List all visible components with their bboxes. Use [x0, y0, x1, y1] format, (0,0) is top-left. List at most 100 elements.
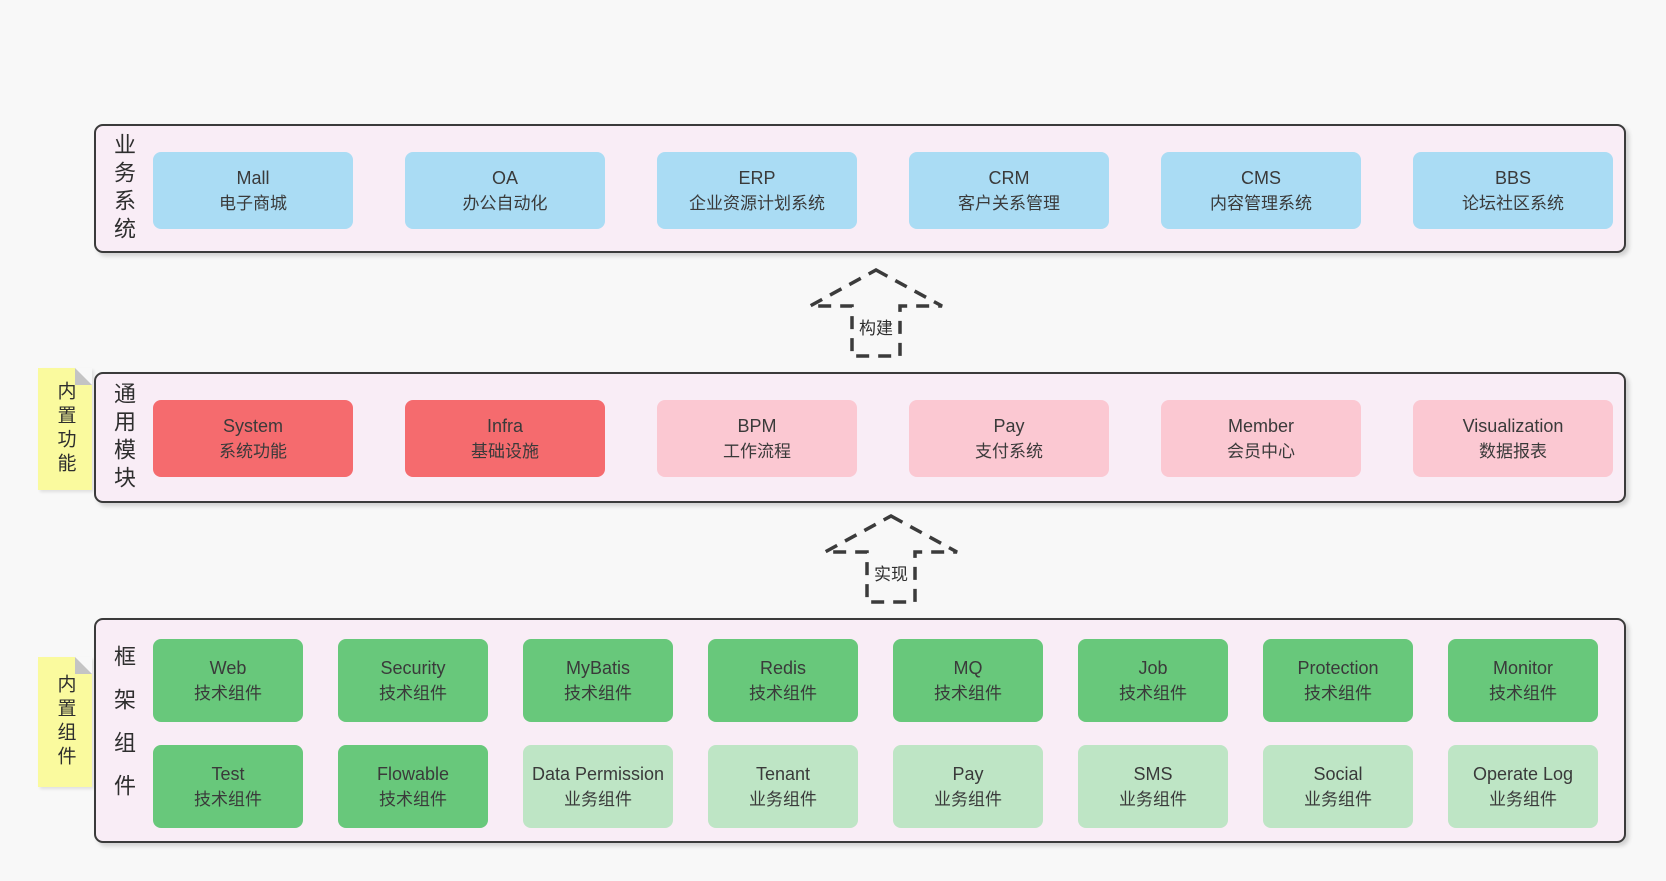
box-title: Mall: [236, 167, 270, 188]
box-oa: OA 办公自动化: [405, 152, 605, 229]
box-subtitle: 基础设施: [471, 441, 539, 461]
box-subtitle: 业务组件: [934, 789, 1002, 809]
box-mq: MQ 技术组件: [893, 639, 1043, 722]
box-redis: Redis 技术组件: [708, 639, 858, 722]
box-title: Job: [1138, 657, 1168, 678]
box-subtitle: 系统功能: [219, 441, 287, 461]
sticky-note-text: 内置功能: [54, 381, 76, 477]
box-subtitle: 工作流程: [723, 441, 791, 461]
box-subtitle: 业务组件: [1119, 789, 1187, 809]
box-subtitle: 技术组件: [749, 683, 817, 703]
box-protection: Protection 技术组件: [1263, 639, 1413, 722]
box-title: Web: [209, 657, 247, 678]
box-subtitle: 论坛社区系统: [1462, 193, 1564, 213]
box-title: Flowable: [376, 763, 450, 784]
box-subtitle: 技术组件: [379, 789, 447, 809]
box-title: Data Permission: [531, 763, 665, 784]
panel-side-label: 通用模块: [111, 381, 136, 494]
box-subtitle: 客户关系管理: [958, 193, 1060, 213]
box-bpm: BPM 工作流程: [657, 400, 857, 477]
box-crm: CRM 客户关系管理: [909, 152, 1109, 229]
box-subtitle: 业务组件: [749, 789, 817, 809]
box-flowable: Flowable 技术组件: [338, 745, 488, 828]
box-subtitle: 技术组件: [379, 683, 447, 703]
box-erp: ERP 企业资源计划系统: [657, 152, 857, 229]
box-operate-log: Operate Log 业务组件: [1448, 745, 1598, 828]
box-subtitle: 技术组件: [1304, 683, 1372, 703]
arrow-label: 构建: [856, 313, 896, 339]
box-title: BPM: [737, 415, 777, 436]
box-title: OA: [491, 167, 518, 188]
box-title: MQ: [953, 657, 983, 678]
sticky-note-text: 内置组件: [54, 674, 76, 770]
box-subtitle: 会员中心: [1227, 441, 1295, 461]
sticky-note-builtin-components: 内置组件: [38, 657, 92, 787]
box-title: Pay: [993, 415, 1025, 436]
panel-framework-components: 框架组件 Web 技术组件 Security 技术组件 MyBatis 技术组件…: [94, 618, 1626, 843]
box-title: Protection: [1297, 657, 1379, 678]
box-web: Web 技术组件: [153, 639, 303, 722]
box-title: Test: [211, 763, 245, 784]
box-title: Member: [1227, 415, 1294, 436]
box-bbs: BBS 论坛社区系统: [1413, 152, 1613, 229]
box-subtitle: 企业资源计划系统: [689, 193, 825, 213]
framework-box-row-1: Web 技术组件 Security 技术组件 MyBatis 技术组件 Redi…: [153, 639, 1598, 722]
box-title: Pay: [952, 763, 984, 784]
box-title: MyBatis: [565, 657, 630, 678]
box-infra: Infra 基础设施: [405, 400, 605, 477]
box-test: Test 技术组件: [153, 745, 303, 828]
box-member: Member 会员中心: [1161, 400, 1361, 477]
box-tenant: Tenant 业务组件: [708, 745, 858, 828]
box-title: ERP: [738, 167, 776, 188]
panel-common-modules: 通用模块 System 系统功能 Infra 基础设施 BPM 工作流程 Pay…: [94, 372, 1626, 503]
box-subtitle: 技术组件: [934, 683, 1002, 703]
box-subtitle: 内容管理系统: [1210, 193, 1312, 213]
box-subtitle: 技术组件: [194, 683, 262, 703]
box-pay-component: Pay 业务组件: [893, 745, 1043, 828]
box-sms: SMS 业务组件: [1078, 745, 1228, 828]
box-title: CRM: [988, 167, 1030, 188]
box-monitor: Monitor 技术组件: [1448, 639, 1598, 722]
box-title: Infra: [486, 415, 524, 436]
box-cms: CMS 内容管理系统: [1161, 152, 1361, 229]
box-visualization: Visualization 数据报表: [1413, 400, 1613, 477]
box-subtitle: 支付系统: [975, 441, 1043, 461]
sticky-note-builtin-features: 内置功能: [38, 368, 92, 490]
box-subtitle: 业务组件: [564, 789, 632, 809]
box-security: Security 技术组件: [338, 639, 488, 722]
box-title: Operate Log: [1472, 763, 1574, 784]
modules-box-row: System 系统功能 Infra 基础设施 BPM 工作流程 Pay 支付系统…: [153, 400, 1613, 477]
box-subtitle: 技术组件: [194, 789, 262, 809]
dashed-up-arrow-icon: [809, 268, 943, 358]
box-subtitle: 数据报表: [1479, 441, 1547, 461]
box-data-permission: Data Permission 业务组件: [523, 745, 673, 828]
box-job: Job 技术组件: [1078, 639, 1228, 722]
box-pay-system: Pay 支付系统: [909, 400, 1109, 477]
box-title: SMS: [1133, 763, 1173, 784]
box-title: Visualization: [1462, 415, 1564, 436]
box-subtitle: 电子商城: [219, 193, 287, 213]
box-subtitle: 业务组件: [1489, 789, 1557, 809]
box-subtitle: 技术组件: [1119, 683, 1187, 703]
box-subtitle: 技术组件: [564, 683, 632, 703]
implement-arrow: 实现: [820, 512, 962, 604]
build-arrow: 构建: [805, 266, 947, 358]
box-subtitle: 业务组件: [1304, 789, 1372, 809]
box-title: BBS: [1494, 167, 1532, 188]
panel-side-label: 业务系统: [111, 132, 136, 245]
box-title: System: [222, 415, 283, 436]
box-subtitle: 办公自动化: [462, 193, 548, 213]
dashed-up-arrow-icon: [824, 514, 958, 604]
framework-box-row-2: Test 技术组件 Flowable 技术组件 Data Permission …: [153, 745, 1598, 828]
box-title: Tenant: [755, 763, 811, 784]
box-title: Monitor: [1492, 657, 1554, 678]
box-title: Redis: [759, 657, 807, 678]
box-mybatis: MyBatis 技术组件: [523, 639, 673, 722]
arrow-label: 实现: [871, 559, 911, 585]
box-title: Security: [380, 657, 446, 678]
box-title: CMS: [1241, 167, 1281, 188]
business-box-row: Mall 电子商城 OA 办公自动化 ERP 企业资源计划系统 CRM 客户关系…: [153, 152, 1613, 229]
box-mall: Mall 电子商城: [153, 152, 353, 229]
box-title: Social: [1313, 763, 1363, 784]
